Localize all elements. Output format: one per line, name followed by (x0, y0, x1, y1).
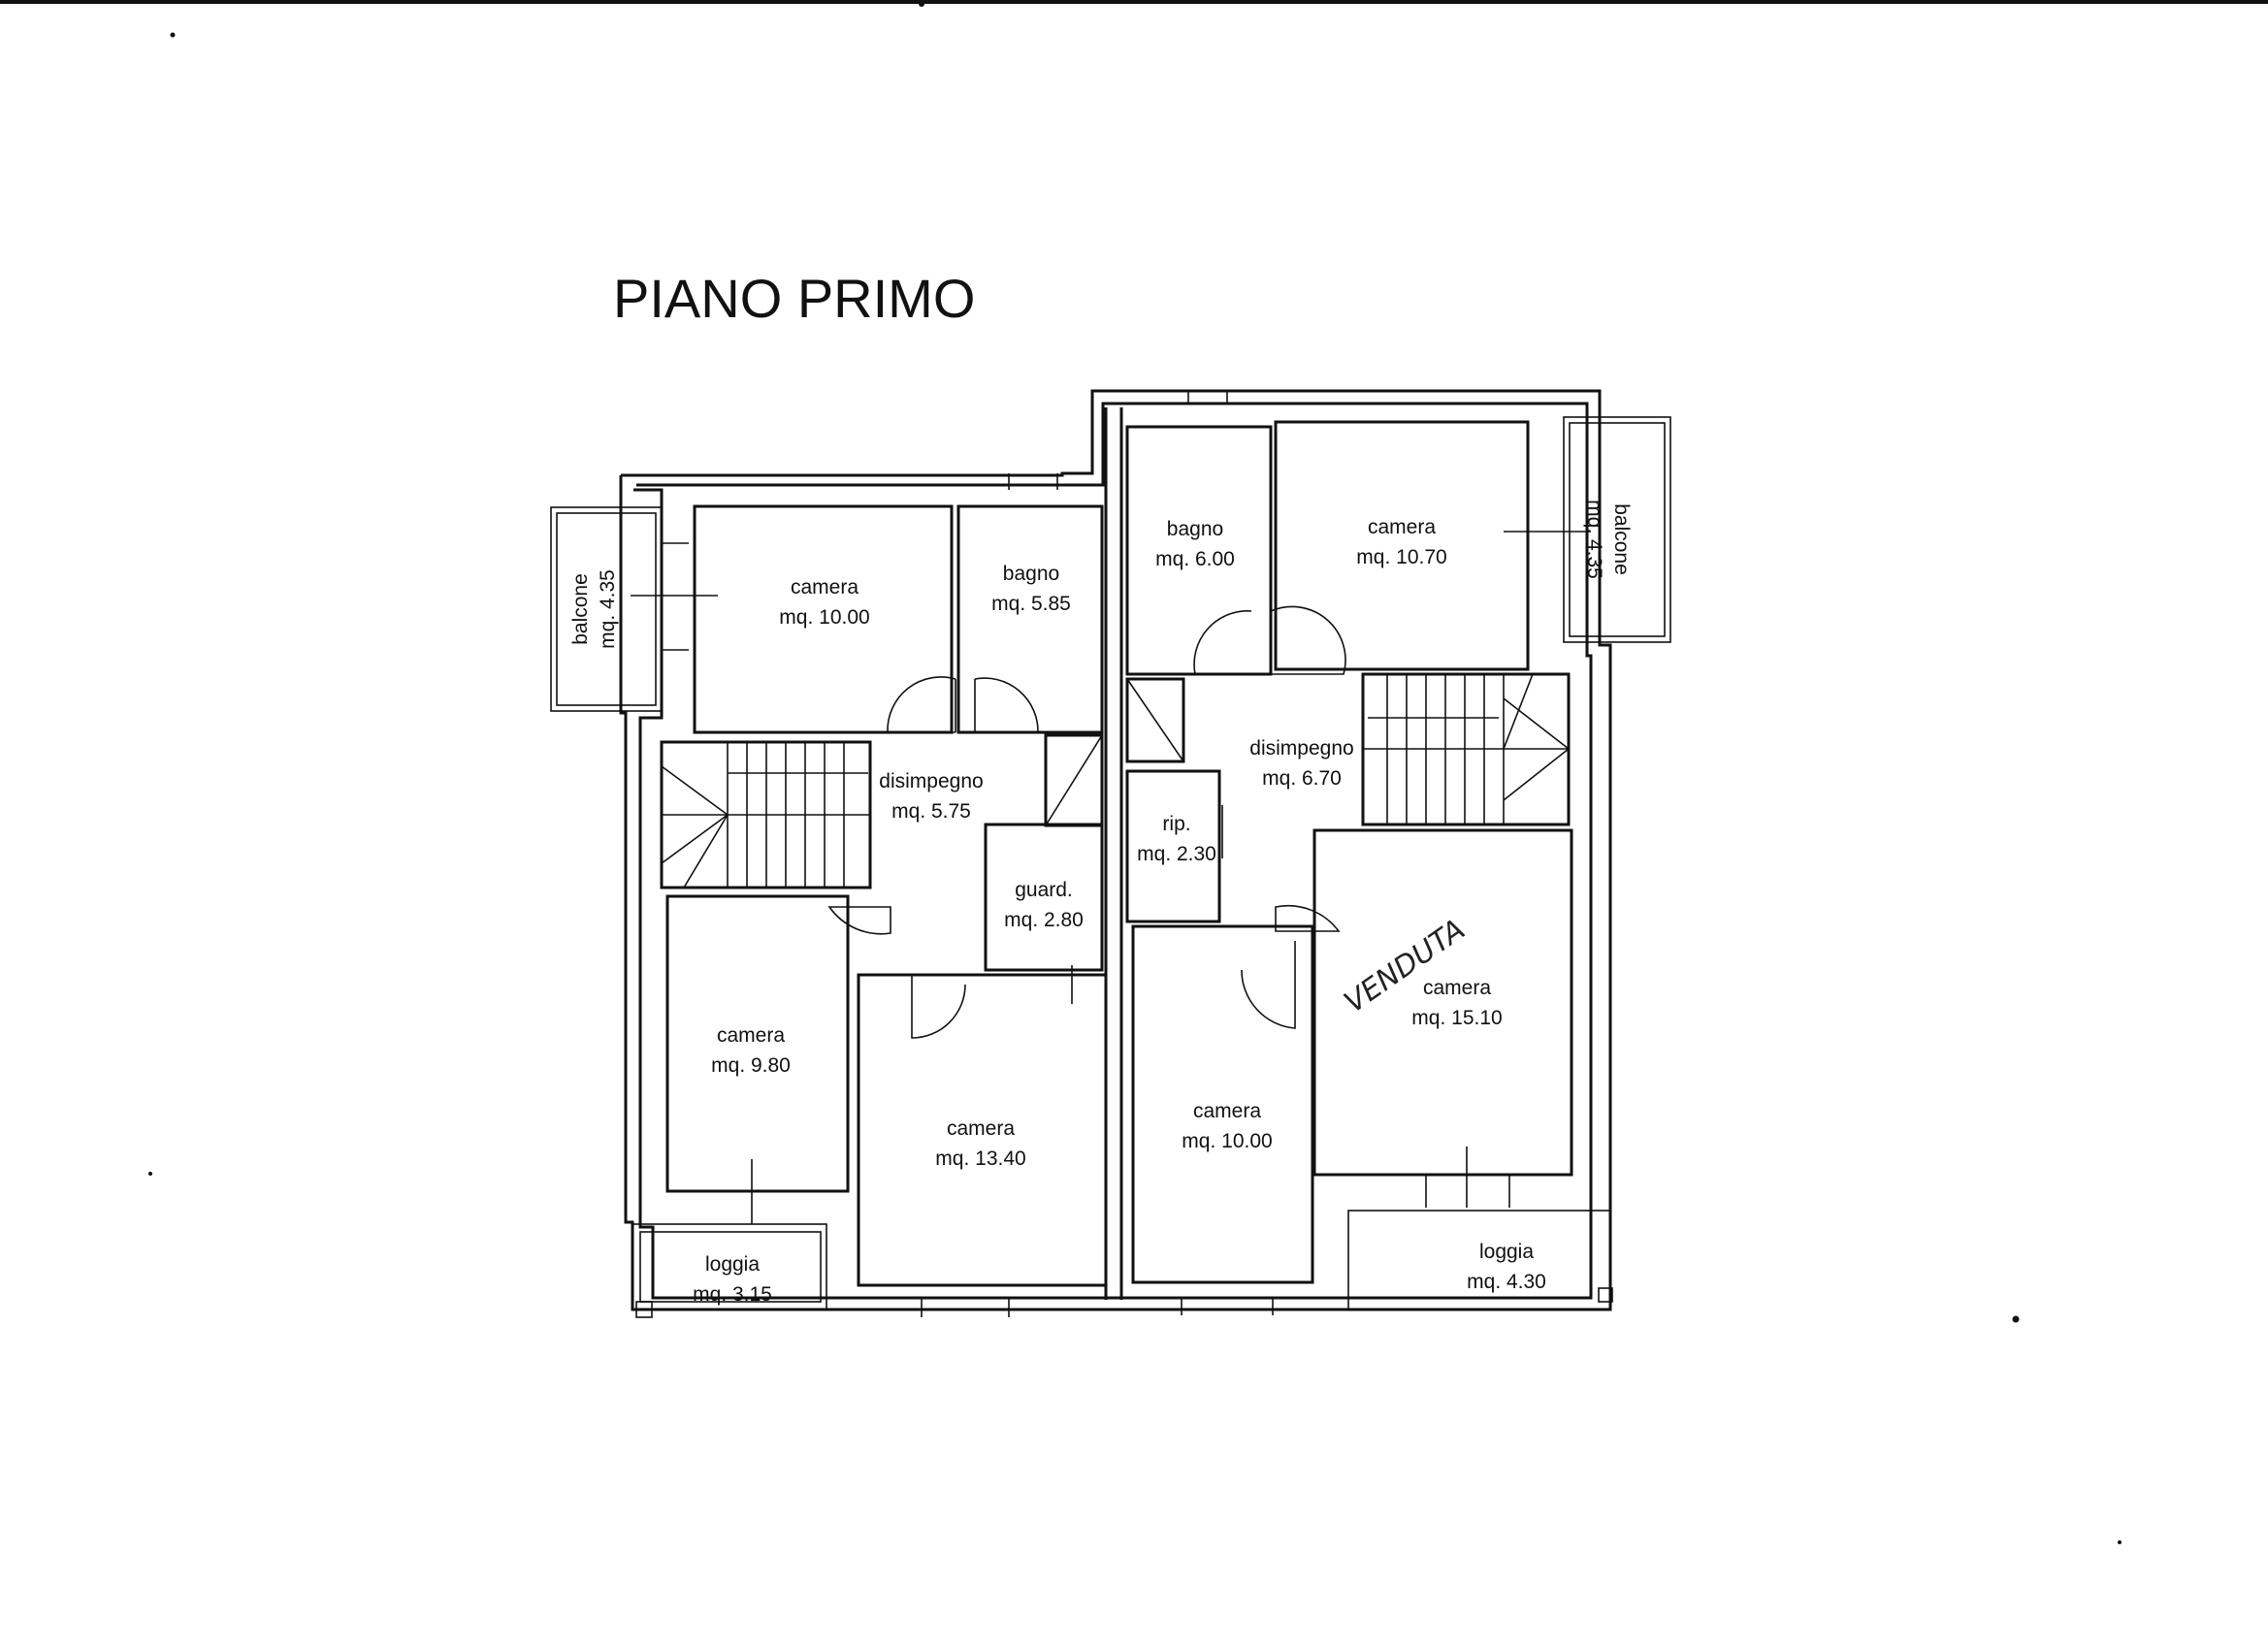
room-guard: guard. mq. 2.80 (1004, 879, 1084, 931)
room-disimpegno-left: disimpegno mq. 5.75 (879, 770, 983, 823)
svg-text:camera: camera (1423, 977, 1491, 999)
room-labels: balcone mq. 4.35 camera mq. 10.00 bagno … (569, 500, 1633, 1306)
left-unit (550, 473, 1108, 1318)
svg-text:mq. 3.15: mq. 3.15 (693, 1283, 772, 1306)
svg-text:mq. 4.35: mq. 4.35 (1583, 500, 1605, 579)
svg-text:mq. 10.00: mq. 10.00 (1182, 1130, 1272, 1152)
svg-text:mq. 2.80: mq. 2.80 (1004, 909, 1084, 931)
svg-text:bagno: bagno (1003, 563, 1059, 585)
svg-text:mq. 6.70: mq. 6.70 (1262, 767, 1342, 790)
room-camera-nw: camera mq. 10.00 (779, 576, 869, 629)
svg-text:disimpegno: disimpegno (1249, 737, 1353, 760)
svg-text:mq. 2.30: mq. 2.30 (1137, 843, 1216, 865)
right-unit (1125, 391, 1671, 1315)
svg-text:guard.: guard. (1015, 879, 1073, 901)
svg-text:camera: camera (717, 1024, 785, 1047)
svg-text:camera: camera (791, 576, 859, 598)
svg-text:mq. 6.00: mq. 6.00 (1155, 548, 1235, 570)
svg-text:mq. 5.85: mq. 5.85 (991, 593, 1071, 615)
svg-text:disimpegno: disimpegno (879, 770, 983, 792)
svg-text:loggia: loggia (1479, 1241, 1534, 1263)
svg-text:mq. 9.80: mq. 9.80 (711, 1054, 791, 1077)
venduta-stamp: VENDUTA (1339, 913, 1472, 1020)
svg-text:rip.: rip. (1162, 813, 1190, 835)
room-camera-ne: camera mq. 10.70 (1356, 516, 1446, 568)
outer-walls (619, 389, 1612, 1311)
room-camera-w: camera mq. 9.80 (711, 1024, 791, 1077)
room-balcone-right: balcone mq. 4.35 (1583, 500, 1633, 579)
room-bagno-left: bagno mq. 5.85 (991, 563, 1071, 615)
svg-text:balcone: balcone (1610, 503, 1633, 575)
room-rip: rip. mq. 2.30 (1137, 813, 1216, 865)
svg-text:mq. 4.30: mq. 4.30 (1467, 1271, 1546, 1293)
room-disimpegno-right: disimpegno mq. 6.70 (1249, 737, 1353, 790)
svg-text:mq. 4.35: mq. 4.35 (597, 569, 619, 649)
svg-text:mq. 10.00: mq. 10.00 (779, 606, 869, 629)
room-balcone-left: balcone mq. 4.35 (569, 569, 619, 649)
svg-text:camera: camera (947, 1117, 1015, 1140)
room-camera-e: camera mq. 15.10 (1411, 977, 1502, 1029)
svg-text:mq. 13.40: mq. 13.40 (935, 1148, 1025, 1170)
room-camera-sw: camera mq. 13.40 (935, 1117, 1025, 1170)
svg-text:camera: camera (1193, 1100, 1261, 1122)
svg-text:camera: camera (1368, 516, 1436, 538)
svg-text:mq. 5.75: mq. 5.75 (891, 800, 971, 823)
svg-text:loggia: loggia (705, 1253, 760, 1276)
scan-specks (148, 1, 2122, 1544)
plan-title: PIANO PRIMO (613, 268, 975, 329)
svg-text:balcone: balcone (569, 573, 592, 645)
svg-text:mq. 15.10: mq. 15.10 (1411, 1007, 1502, 1029)
svg-text:bagno: bagno (1167, 518, 1223, 540)
room-camera-se: camera mq. 10.00 (1182, 1100, 1272, 1152)
room-bagno-right: bagno mq. 6.00 (1155, 518, 1235, 570)
room-loggia-left: loggia mq. 3.15 (693, 1253, 772, 1306)
room-loggia-right: loggia mq. 4.30 (1467, 1241, 1546, 1293)
svg-text:mq. 10.70: mq. 10.70 (1356, 546, 1446, 568)
